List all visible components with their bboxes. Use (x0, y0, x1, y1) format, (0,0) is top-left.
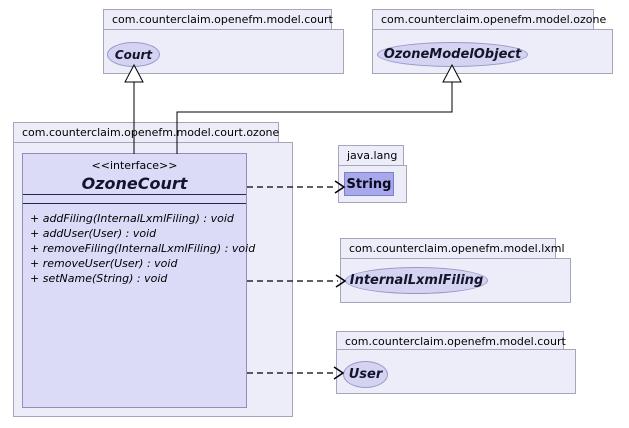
method-add-filing: + addFiling(InternalLxmlFiling) : void (30, 212, 234, 225)
method-remove-user: + removeUser(User) : void (30, 257, 178, 270)
class-node-court[interactable]: Court (107, 42, 160, 67)
package-body-model-court-bottom (336, 349, 576, 394)
package-tab-model-court-bottom: com.counterclaim.openefm.model.court (336, 331, 566, 350)
method-set-name: + setName(String) : void (30, 272, 168, 285)
package-tab-model-lxml: com.counterclaim.openefm.model.lxml (340, 238, 565, 259)
package-tab-model-court-ozone: com.counterclaim.openefm.model.court.ozo… (13, 122, 279, 143)
class-header-ozone-court: <<interface>> OzoneCourt (23, 154, 246, 195)
package-tab-model-court-top: com.counterclaim.openefm.model.court (103, 9, 333, 30)
class-label-court: Court (114, 47, 153, 62)
method-add-user: + addUser(User) : void (30, 227, 157, 240)
class-label-user: User (348, 367, 383, 382)
class-node-string[interactable]: String (344, 172, 394, 196)
method-remove-filing: + removeFiling(InternalLxmlFiling) : voi… (30, 242, 256, 255)
class-node-user[interactable]: User (343, 361, 388, 388)
class-node-internal-lxml-filing[interactable]: InternalLxmlFiling (345, 267, 488, 294)
attributes-section-empty (23, 195, 246, 204)
class-label-string: String (346, 176, 392, 192)
package-tab-java-lang: java.lang (338, 145, 404, 166)
class-node-ozone-model-object[interactable]: OzoneModelObject (377, 42, 528, 67)
class-label-ozone-court: OzoneCourt (81, 174, 188, 193)
class-label-ozone-model-object: OzoneModelObject (383, 47, 522, 62)
class-label-internal-lxml-filing: InternalLxmlFiling (349, 273, 484, 288)
package-tab-model-ozone: com.counterclaim.openefm.model.ozone (372, 9, 606, 30)
methods-section: + addFiling(InternalLxmlFiling) : void +… (23, 204, 256, 286)
stereotype-interface: <<interface>> (91, 159, 178, 172)
class-node-ozone-court[interactable]: <<interface>> OzoneCourt + addFiling(Int… (22, 153, 256, 408)
